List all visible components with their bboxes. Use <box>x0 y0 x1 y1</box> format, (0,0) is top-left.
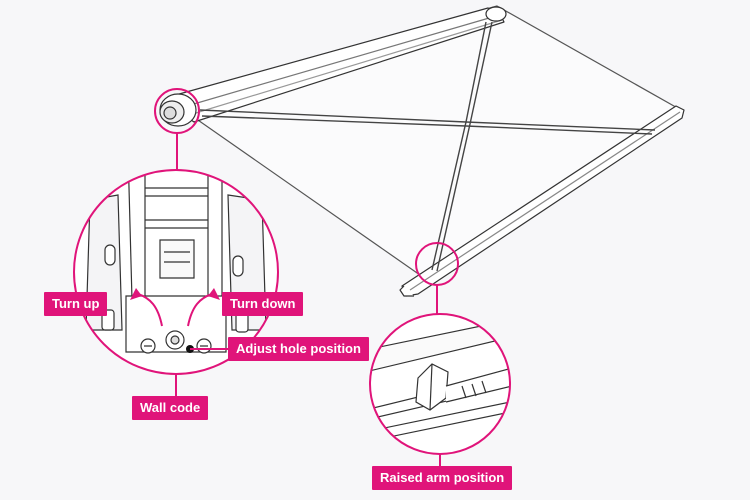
turn-down-label: Turn down <box>222 292 304 316</box>
adjust-hole-label: Adjust hole position <box>228 337 369 361</box>
awning-illustration <box>159 5 685 297</box>
left-end-cap <box>159 93 197 127</box>
raised-arm-label: Raised arm position <box>372 466 513 490</box>
raised-arm-detail <box>369 313 511 466</box>
turn-up-arrow-icon <box>130 288 142 300</box>
turn-down-arrow-icon <box>208 288 220 300</box>
callout-marker-front-bar <box>415 242 459 318</box>
turn-up-label: Turn up <box>44 292 108 316</box>
folding-arms <box>199 21 656 272</box>
wall-code-label: Wall code <box>132 396 209 420</box>
